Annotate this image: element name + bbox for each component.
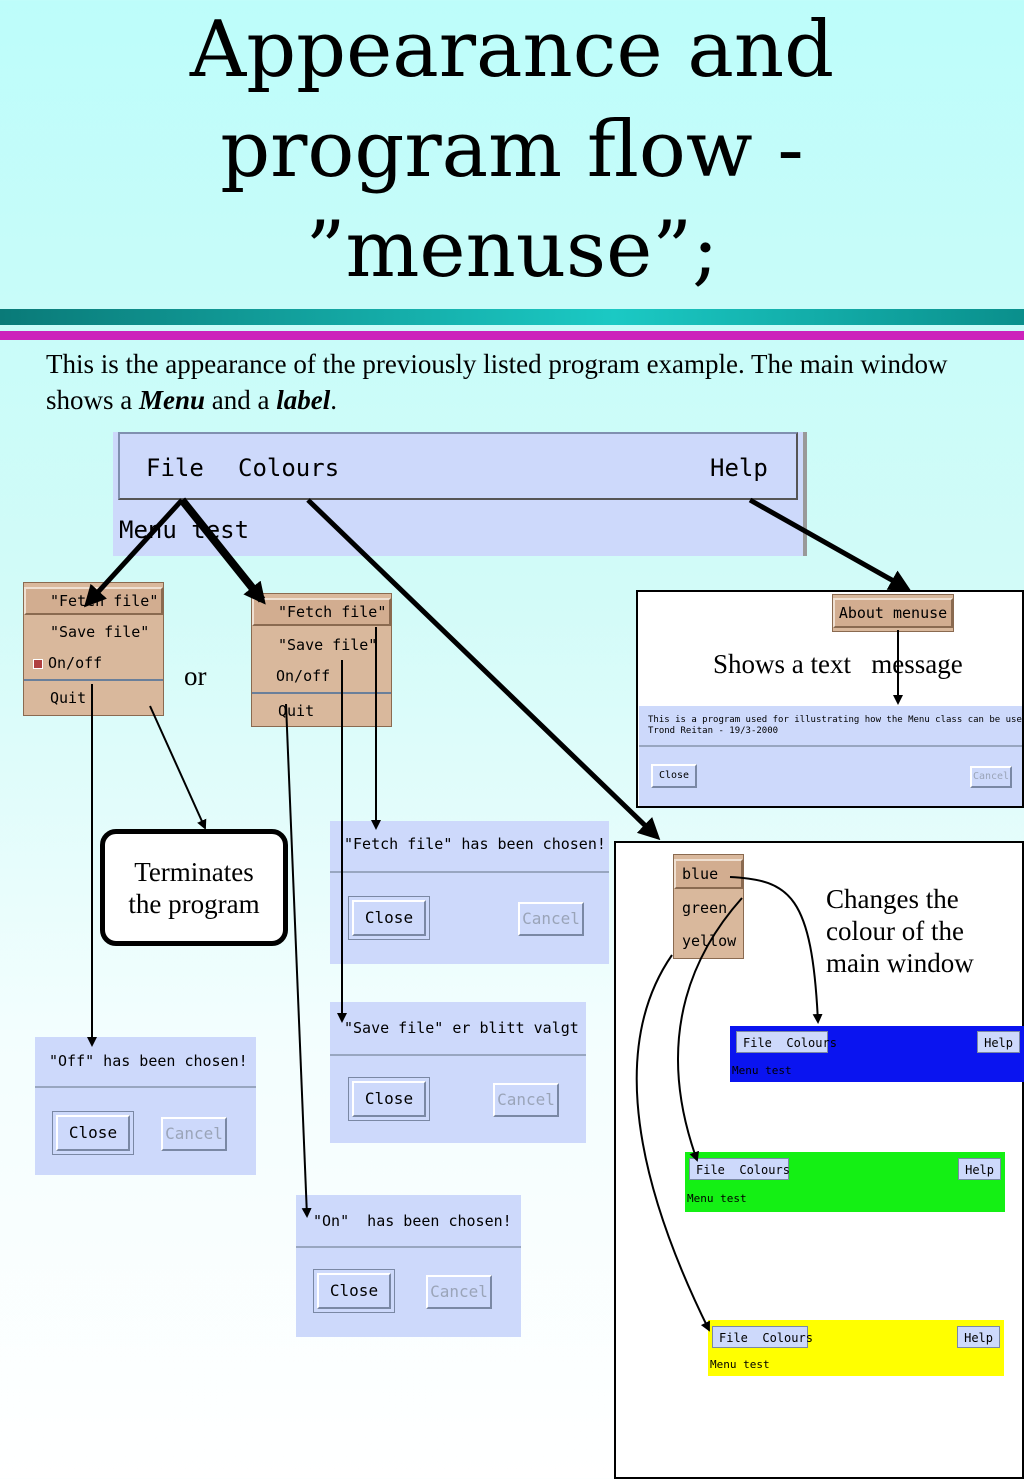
off-close-button[interactable]: Close: [52, 1111, 134, 1155]
fetch-close-button[interactable]: Close: [348, 896, 430, 940]
fetch-cancel-button[interactable]: Cancel: [518, 902, 584, 936]
title-line-1: Appearance and: [189, 5, 835, 95]
mini-yellow-help[interactable]: Help: [957, 1326, 1000, 1348]
save-dialog: "Save file" er blitt valgt Close Cancel: [330, 1002, 586, 1143]
intro-label: label: [276, 385, 331, 415]
menu-b-fetch[interactable]: "Fetch file": [252, 598, 391, 626]
menu-bar: File Colours Help: [118, 432, 798, 500]
colour-item-blue[interactable]: blue: [674, 859, 743, 889]
menu-separator: [252, 692, 391, 694]
mini-yellow-label: Menu test: [710, 1358, 770, 1371]
menu-file[interactable]: File: [146, 454, 204, 482]
title-line-2: program flow -: [220, 105, 804, 195]
arrow-green: [677, 897, 743, 1162]
arrow-colours-to-panel: [306, 498, 661, 841]
arrow-help-to-about: [748, 497, 912, 591]
mini-blue-help[interactable]: Help: [977, 1031, 1020, 1053]
menu-a-onoff[interactable]: On/off: [48, 654, 103, 672]
mini-blue-label: Menu test: [732, 1064, 792, 1077]
divider-magenta: [0, 331, 1024, 340]
fetch-dialog: "Fetch file" has been chosen! Close Canc…: [330, 821, 609, 964]
arrow-file-to-menu-b: [178, 497, 266, 605]
mini-window-green: File Colours Help Menu test: [685, 1152, 1005, 1212]
off-cancel-button[interactable]: Cancel: [161, 1117, 227, 1151]
intro-text: This is the appearance of the previously…: [46, 349, 948, 415]
intro-menu: Menu: [139, 385, 206, 415]
menu-colours[interactable]: Colours: [238, 454, 340, 482]
on-cancel-button[interactable]: Cancel: [426, 1275, 492, 1309]
mini-yellow-menu[interactable]: File Colours: [712, 1326, 813, 1348]
arrow-onoff-b-to-on: [285, 703, 312, 1218]
about-dialog: This is a program used for illustrating …: [639, 706, 1024, 806]
slide-title: Appearance and program flow - ”menuse”;: [0, 0, 1024, 300]
about-panel: About menuse Shows a text message This i…: [636, 590, 1024, 808]
arrow-blue: [729, 876, 823, 1024]
about-menu-item[interactable]: About menuse: [832, 594, 954, 632]
main-label: Menu test: [119, 516, 250, 544]
main-window: File Colours Help Menu test: [113, 432, 807, 556]
fetch-message: "Fetch file" has been chosen!: [344, 835, 606, 853]
off-dialog: "Off" has been chosen! Close Cancel: [35, 1037, 256, 1175]
menu-separator: [24, 679, 163, 681]
colours-panel: blue green yellow Changes the colour of …: [614, 841, 1024, 1479]
mini-green-help[interactable]: Help: [958, 1158, 1001, 1180]
about-cancel-button[interactable]: Cancel: [970, 766, 1012, 788]
arrow-yellow: [635, 954, 710, 1332]
mini-green-label: Menu test: [687, 1192, 747, 1205]
save-close-button[interactable]: Close: [348, 1077, 430, 1121]
menu-b-save[interactable]: "Save file": [278, 636, 378, 654]
colour-item-green[interactable]: green: [682, 899, 728, 917]
menu-a-quit[interactable]: Quit: [50, 689, 87, 707]
on-close-button[interactable]: Close: [313, 1269, 395, 1313]
save-message: "Save file" er blitt valgt: [344, 1019, 579, 1037]
off-message: "Off" has been chosen!: [49, 1052, 248, 1070]
on-dialog: "On" has been chosen! Close Cancel: [296, 1195, 521, 1337]
menu-a-save[interactable]: "Save file": [50, 623, 150, 641]
about-line-1: This is a program used for illustrating …: [648, 715, 1024, 725]
or-text: or: [184, 661, 207, 691]
shows-text-note: Shows a text message: [713, 649, 963, 679]
on-message: "On" has been chosen!: [313, 1212, 512, 1230]
mini-green-menu[interactable]: File Colours: [689, 1158, 790, 1180]
colours-menu: blue green yellow: [673, 854, 744, 959]
title-line-3: ”menuse”;: [305, 205, 719, 295]
colour-item-yellow[interactable]: yellow: [682, 932, 737, 950]
mini-blue-menu[interactable]: File Colours: [736, 1031, 837, 1053]
menu-b-onoff[interactable]: On/off: [276, 667, 331, 685]
divider-teal: [0, 309, 1024, 325]
terminates-note: Terminates the program: [100, 829, 288, 946]
mini-window-blue: File Colours Help Menu test: [730, 1026, 1024, 1082]
save-cancel-button[interactable]: Cancel: [493, 1083, 559, 1117]
file-menu-b: "Fetch file" "Save file" On/off Quit: [251, 593, 392, 727]
changes-note: Changes the colour of the main window: [826, 884, 974, 978]
arrow-file-to-menu-a: [83, 498, 184, 608]
file-menu-a: "Fetch file" "Save file" On/off Quit: [23, 582, 164, 716]
about-close-button[interactable]: Close: [651, 764, 697, 788]
checkbox-icon[interactable]: [33, 659, 43, 669]
menu-help[interactable]: Help: [710, 454, 768, 482]
mini-window-yellow: File Colours Help Menu test: [708, 1320, 1004, 1376]
about-line-2: Trond Reitan - 19/3-2000: [648, 726, 779, 736]
arrow-quit-to-terminate: [149, 705, 207, 830]
